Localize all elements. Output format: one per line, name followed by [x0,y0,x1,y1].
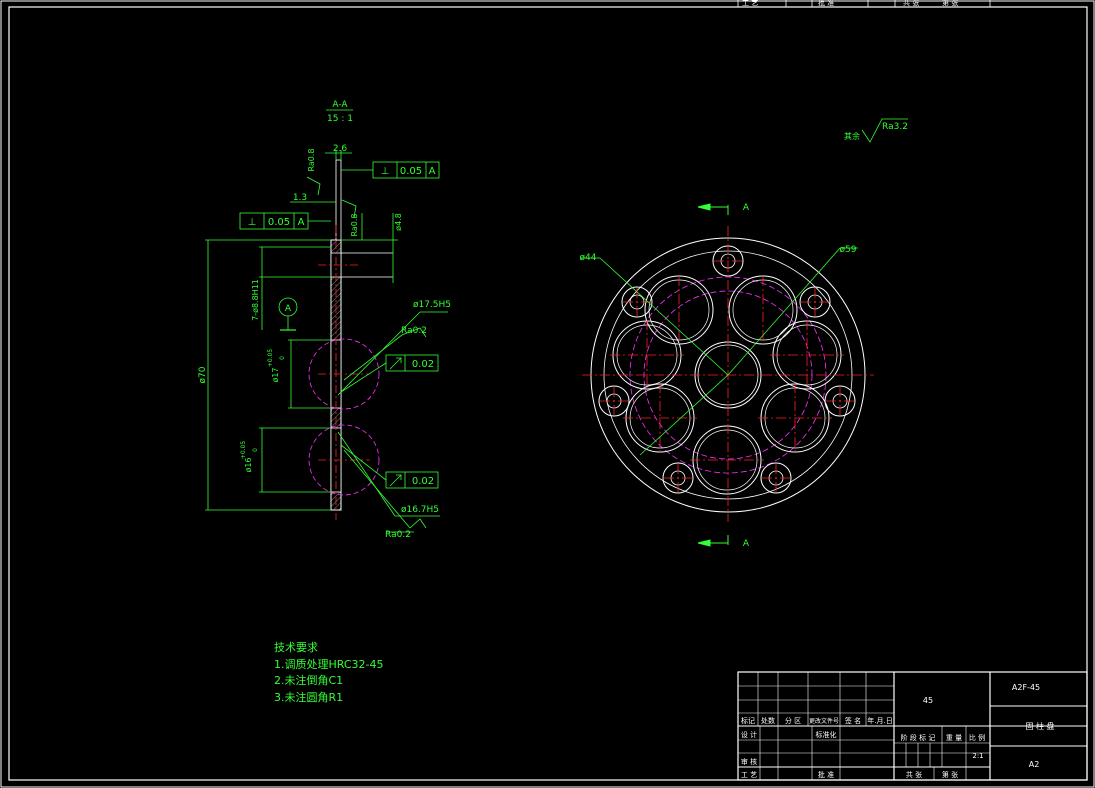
dim-holes: 7-ø8.8H11 [251,279,260,321]
dim-phi16: ø16 [244,457,253,472]
top-total: 共 张 [903,0,919,7]
tb-total: 共 张 [906,770,922,779]
tb-date: 年.月.日 [867,716,892,725]
tol-17-up: +0.05 [267,349,274,368]
ra-02-top: Ra0.2 [401,326,427,336]
ra-02-bottom: Ra0.2 [385,530,411,540]
tb-count: 处数 [761,716,775,725]
tb-drawing-no: A2F-45 [1012,683,1040,692]
dim-1-3: 1.3 [293,193,307,203]
tech-item-1: 1.调质处理HRC32-45 [274,658,384,671]
tb-zone: 分 区 [785,716,801,725]
dim-phi44: ø44 [580,253,597,263]
tol-top-val: 0.05 [400,166,422,177]
section-marker-bottom: A [743,539,750,549]
section-view: A-A 15 : 1 [198,100,451,540]
tb-approve: 批 准 [818,770,834,779]
inner-border [8,6,1088,781]
dim-phi167: ø16.7H5 [401,505,439,515]
runout-bottom-val: 0.02 [412,476,434,487]
runout-top-val: 0.02 [412,359,434,370]
finish-prefix: 其余 [844,131,860,141]
tol-frame-left [239,212,331,230]
tol-left-ref: A [298,217,305,228]
tol-frame-top [341,161,440,179]
large-holes [612,275,842,495]
tech-requirements: 技术要求 1.调质处理HRC32-45 2.未注倒角C1 3.未注圆角R1 [274,641,384,704]
tb-mark: 标记 [741,716,755,725]
tb-part-name: 固 柱 盘 [1025,721,1054,731]
tb-stage: 阶 段 标 记 [901,733,936,742]
dim-phi17: ø17 [271,367,280,382]
dim-phi59: ø59 [840,245,857,255]
section-scale: 15 : 1 [327,114,353,124]
top-page: 第 张 [942,0,958,7]
tb-sign: 签 名 [845,716,861,725]
dim-phi175: ø17.5H5 [413,300,451,310]
tb-review: 审 核 [741,757,757,766]
tb-process: 工 艺 [741,771,757,779]
section-marker-top: A [743,203,750,213]
finish-other: 其余 Ra3.2 [844,118,908,143]
front-view: ø44 ø59 A A [580,203,874,549]
tol-left-sym: ⊥ [248,217,257,228]
top-approve: 批 准 [818,0,834,7]
title-block-text: 标记 处数 分 区 更改文件号 签 名 年.月.日 设 计 标准化 阶 段 标 … [741,683,1055,779]
tol-17-low: 0 [279,356,286,360]
section-label: A-A [332,100,348,110]
dim-phi48: ø4.8 [394,213,403,231]
tech-item-2: 2.未注倒角C1 [274,673,343,687]
tol-left-val: 0.05 [268,217,290,228]
tol-top-sym: ⊥ [381,166,390,177]
tech-title: 技术要求 [274,641,318,654]
tb-material: 45 [923,696,933,705]
tol-16-low: 0 [252,448,259,452]
tb-design: 设 计 [741,730,757,739]
dim-2-6: 2.6 [333,144,348,154]
tol-top-ref: A [429,166,436,177]
top-title-strip: 工 艺 批 准 共 张 第 张 [737,0,991,7]
tol-16-up: +0.05 [240,441,247,460]
tb-docno: 更改文件号 [809,717,839,725]
tb-sheet: A2 [1029,760,1040,769]
title-block [737,671,1088,781]
tb-scale-val: 2:1 [972,752,983,760]
top-process: 工 艺 [742,0,758,7]
small-holes [598,245,856,494]
boss-section [335,159,342,241]
ra-08-top: Ra0.8 [307,148,316,171]
tb-scale: 比 例 [969,733,985,742]
tb-weight: 重 量 [946,734,962,742]
dim-phi70: ø70 [198,366,208,383]
finish-value: Ra3.2 [882,122,908,132]
ra-08-mid: Ra0.8 [350,213,359,236]
tb-std: 标准化 [816,730,837,739]
datum-label: A [285,304,292,314]
tech-item-3: 3.未注圆角R1 [274,690,343,704]
tb-page: 第 张 [942,770,958,779]
